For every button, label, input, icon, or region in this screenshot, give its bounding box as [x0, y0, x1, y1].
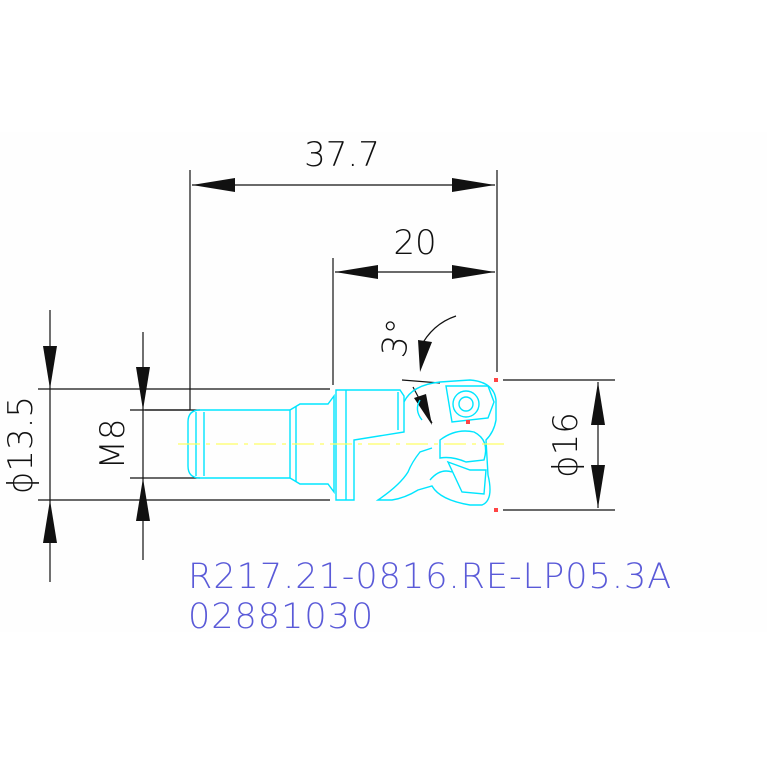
dim-head-length: 20 [332, 223, 495, 385]
dim-thread: M8 [93, 332, 200, 560]
arrow-head [43, 346, 57, 389]
tool-body [187, 379, 497, 506]
arrow-head [452, 265, 495, 279]
dim-text-overall-length: 37.7 [304, 135, 380, 175]
arrow-head [136, 478, 150, 521]
dim-head-diameter: ϕ16 [503, 379, 615, 511]
arrow-head [452, 178, 495, 192]
cutting-head [375, 379, 497, 506]
threaded-shank [187, 409, 291, 479]
arrow-head [414, 394, 432, 425]
arrow-head [591, 465, 605, 508]
dim-text-thread: M8 [93, 419, 133, 470]
dim-text-head-diameter: ϕ16 [546, 412, 586, 478]
second-insert [446, 460, 487, 495]
insert-mark [494, 508, 498, 512]
dim-text-neck-diameter: ϕ13.5 [1, 396, 41, 494]
insert-screw [452, 390, 480, 418]
insert-marks [466, 378, 498, 512]
tool-body-main [335, 389, 405, 501]
dim-text-head-length: 20 [393, 223, 436, 263]
part-item-number: 02881030 [188, 597, 374, 637]
insert-mark [466, 420, 470, 424]
part-designation: R217.21-0816.RE-LP05.3A [188, 557, 672, 597]
arrow-head [192, 178, 235, 192]
dim-angle: 3° [374, 315, 457, 425]
cutting-insert [445, 385, 495, 423]
arrow-head [418, 340, 432, 372]
dim-text-angle: 3° [374, 316, 420, 361]
angle-line [412, 386, 433, 424]
head-edge [416, 399, 423, 421]
arrow-head [591, 382, 605, 425]
insert-screw-inner [458, 396, 474, 412]
arrow-head [335, 265, 378, 279]
arrow-head [136, 367, 150, 410]
chip-pocket [439, 430, 487, 463]
drawing-area [0, 132, 767, 632]
insert-mark [494, 378, 498, 382]
head-edge [429, 470, 453, 481]
arrow-head [43, 500, 57, 543]
dim-neck-diameter: ϕ13.5 [1, 310, 330, 582]
